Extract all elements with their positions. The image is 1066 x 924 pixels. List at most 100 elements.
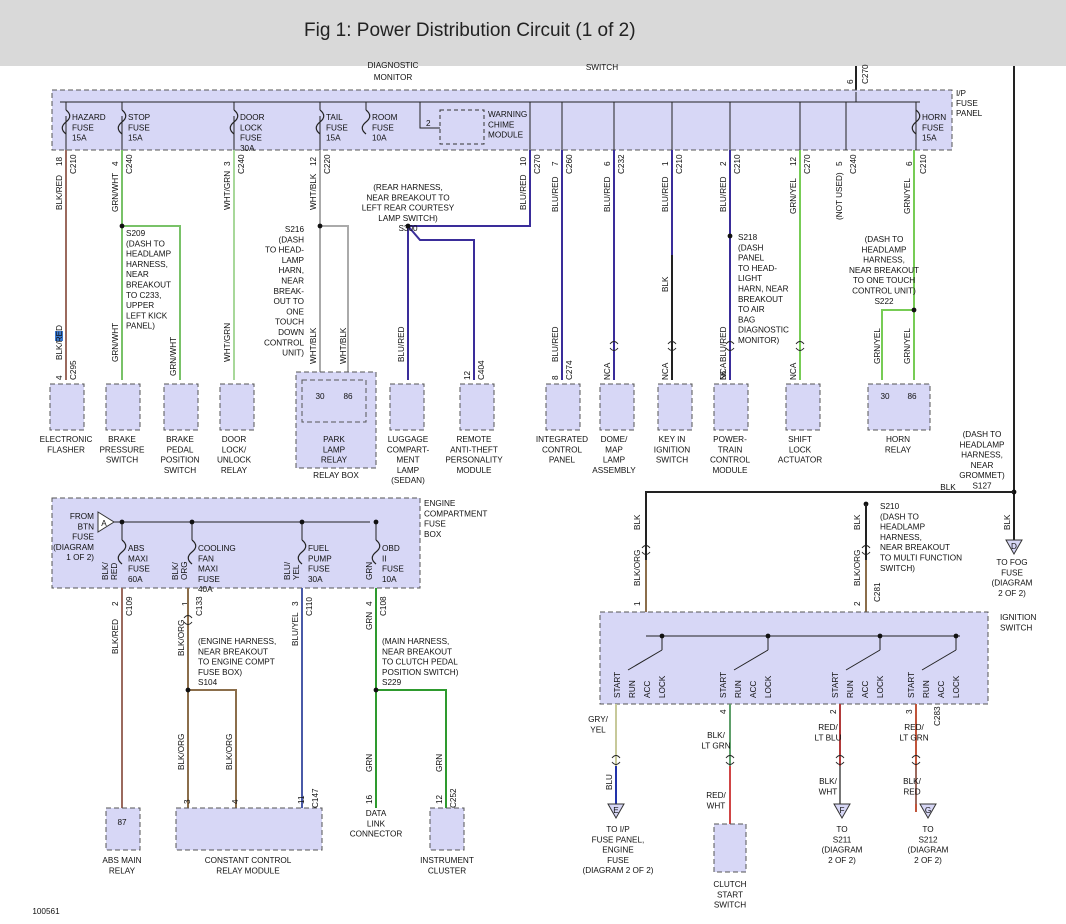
engine-fuse-label: 40A	[198, 585, 213, 594]
ip-fuse-label: 30A	[240, 144, 255, 153]
clutch-switch-label: CLUTCH	[713, 880, 746, 889]
wire-label: BLK/ORG	[853, 550, 862, 586]
s222-dot	[911, 307, 917, 313]
s216-label: S216	[285, 225, 305, 234]
s216-label: DOWN	[278, 328, 304, 337]
wire-label: BLK/	[707, 731, 725, 740]
s127-label: S127	[972, 482, 992, 491]
pin: 4	[719, 709, 728, 714]
dlc-label: DATA	[366, 809, 387, 818]
s216-label: TOUCH	[275, 318, 304, 327]
s104-label: FUSE BOX)	[198, 668, 242, 677]
pin: 3	[183, 799, 192, 804]
s222-label: (DASH TO	[865, 235, 904, 244]
chime-pin: 2	[426, 119, 431, 128]
chime-module-box	[439, 109, 485, 145]
ip-fuse-label: FUSE	[128, 123, 150, 132]
wire-label: GRN/WHT	[111, 173, 120, 212]
engine-fuse-label: 10A	[382, 575, 397, 584]
s209-label: TO C233,	[126, 291, 161, 300]
s216-label: TO HEAD-	[265, 246, 304, 255]
s218-label: HARN, NEAR	[738, 285, 789, 294]
component-label: MODULE	[456, 466, 492, 475]
ign-contact-arm	[921, 649, 957, 671]
s229-dot	[373, 687, 379, 693]
wire-label: BLK	[940, 483, 956, 492]
wire-label: BLK/	[819, 777, 837, 786]
component-label: UNLOCK	[217, 456, 252, 465]
clutch-switch-label: SWITCH	[714, 901, 746, 910]
ign-position-label: START	[613, 672, 622, 698]
flag-e	[607, 803, 625, 820]
connector-symbol	[835, 755, 845, 759]
s209-label: NEAR	[126, 270, 149, 279]
flag-f	[833, 803, 851, 820]
engine-conn-pin: 4	[365, 601, 374, 606]
ccrm-label: CONSTANT CONTROL	[205, 856, 292, 865]
component-label: CONTROL	[710, 456, 750, 465]
ign-position-label: LOCK	[952, 675, 961, 698]
top-conn: C270	[861, 64, 870, 84]
wire-label: BLU/RED	[661, 176, 670, 212]
component-label: IGNITION	[654, 445, 690, 454]
s209-label: BREAKOUT	[126, 281, 171, 290]
s218-dot	[727, 233, 733, 239]
component-label: PEDAL	[167, 445, 194, 454]
ip-fuse-label: DOOR	[240, 113, 265, 122]
component-label: INTEGRATED	[536, 435, 588, 444]
component-box-12	[867, 383, 931, 431]
ip-fuse-label: FUSE	[72, 123, 94, 132]
connector-symbol	[861, 551, 871, 555]
wire-label: (NOT USED)	[835, 172, 844, 220]
from-btn-label: (DIAGRAM	[53, 543, 94, 552]
from-btn-label: 1 OF 2)	[66, 553, 94, 562]
clutch-switch-box	[713, 823, 747, 873]
s209-label: LEFT KICK	[126, 311, 168, 320]
ign-bus-dot	[765, 633, 771, 639]
s212-label: 2 OF 2)	[914, 856, 942, 865]
wire-label: BLU/RED	[603, 176, 612, 212]
relay-pin: 86	[343, 392, 353, 401]
s300-dot	[405, 223, 411, 229]
pin: 11	[297, 795, 306, 804]
switch-label: SWITCH	[586, 63, 618, 72]
ign-position-label: START	[831, 672, 840, 698]
title-bar: Fig 1: Power Distribution Circuit (1 of …	[0, 0, 1066, 66]
s216-label: CONTROL	[264, 338, 304, 347]
s300-label: NEAR BREAKOUT TO	[366, 193, 449, 202]
wire-grn-branch	[376, 689, 447, 808]
ip-fuse-label: 10A	[372, 134, 387, 143]
connector-pin: 12	[309, 156, 318, 166]
wire-label: RED	[903, 787, 920, 796]
s222-label: HARNESS,	[863, 256, 905, 265]
wire-grn-wht-branch	[122, 225, 181, 380]
pin: 2	[829, 709, 838, 714]
to-ip-label: (DIAGRAM 2 OF 2)	[583, 866, 654, 875]
component-label: ELECTRONIC	[40, 435, 93, 444]
connector-pin: 6	[603, 161, 612, 166]
ip-fuse-label: FUSE	[372, 123, 394, 132]
connector-id: C210	[675, 154, 684, 174]
pin: 2	[853, 601, 862, 606]
component-label: LOCK/	[222, 445, 247, 454]
selection-marker	[55, 331, 63, 341]
s210-label: HARNESS,	[880, 533, 922, 542]
wire-label: GRN	[435, 754, 444, 772]
wire-label: YEL	[590, 725, 606, 734]
connector-pin: 18	[55, 156, 64, 166]
wire-label: BLU/RED	[397, 326, 406, 362]
diag-monitor-label: MONITOR	[374, 73, 413, 82]
component-label: SWITCH	[656, 456, 688, 465]
connector-id: C270	[533, 154, 542, 174]
engine-fuse-label: II	[382, 554, 387, 563]
abs-main-relay-box	[105, 807, 141, 851]
s210-label: S210	[880, 502, 900, 511]
s209-label: HARNESS,	[126, 260, 168, 269]
ip-fuse-label: 15A	[922, 134, 937, 143]
wire-label: BLU/RED	[551, 326, 560, 362]
wire-label: BLK	[1003, 514, 1012, 530]
relay-pin: 30	[315, 392, 325, 401]
ign-position-label: ACC	[643, 681, 652, 698]
s216-label: LAMP	[282, 256, 305, 265]
component-label: KEY IN	[659, 435, 686, 444]
